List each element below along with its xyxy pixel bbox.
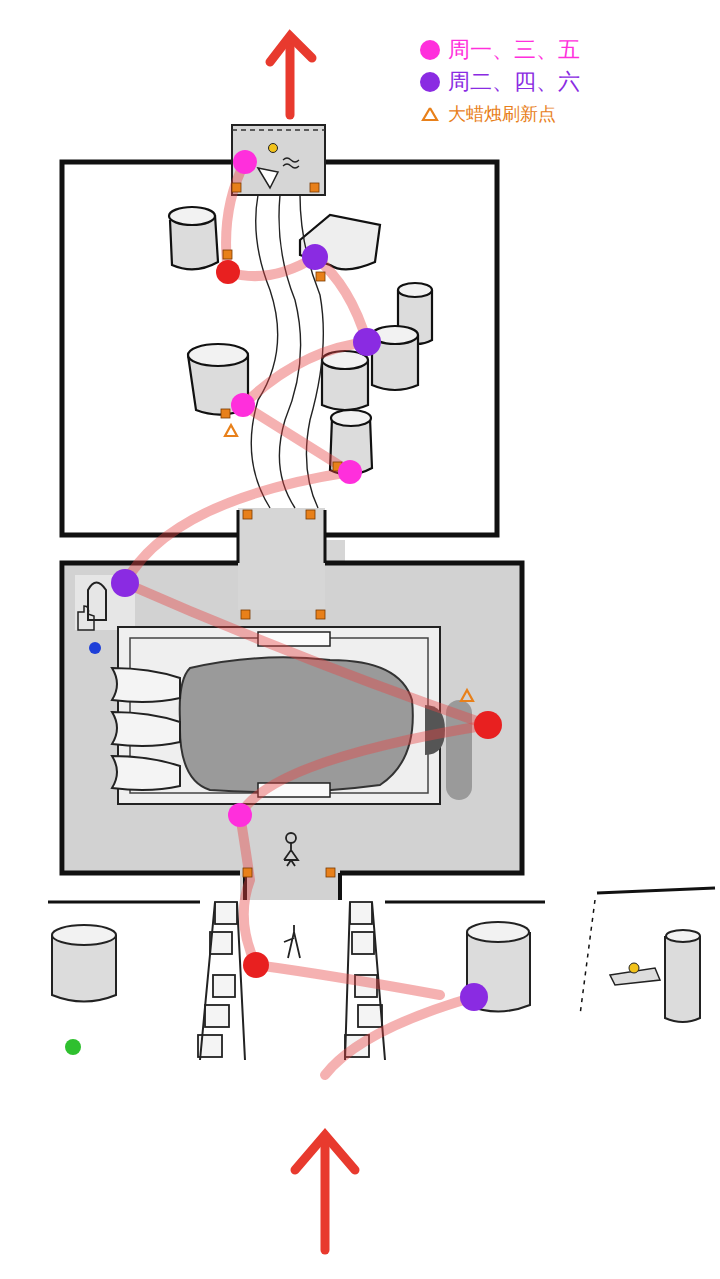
legend-entry: 周二、四、六 (420, 66, 710, 98)
upper-room (62, 162, 497, 535)
legend-entry: 大蜡烛刷新点 (420, 98, 710, 130)
legend-swatch (420, 40, 440, 60)
direction-arrows (270, 36, 355, 1250)
legend-text: 周一、三、五 (448, 35, 580, 65)
candle-spawns (225, 425, 473, 701)
legend-text: 周二、四、六 (448, 67, 580, 97)
legend: 周一、三、五周二、四、六大蜡烛刷新点 (420, 34, 710, 130)
legend-swatch (420, 72, 440, 92)
legend-triangle (420, 104, 440, 124)
paths (251, 195, 323, 508)
fans (112, 668, 180, 790)
legend-entry: 周一、三、五 (420, 34, 710, 66)
legend-text: 大蜡烛刷新点 (448, 102, 556, 126)
spawn-markers (221, 183, 342, 877)
day-dots (65, 150, 502, 1055)
route (125, 162, 488, 1075)
top-gate (232, 125, 325, 195)
